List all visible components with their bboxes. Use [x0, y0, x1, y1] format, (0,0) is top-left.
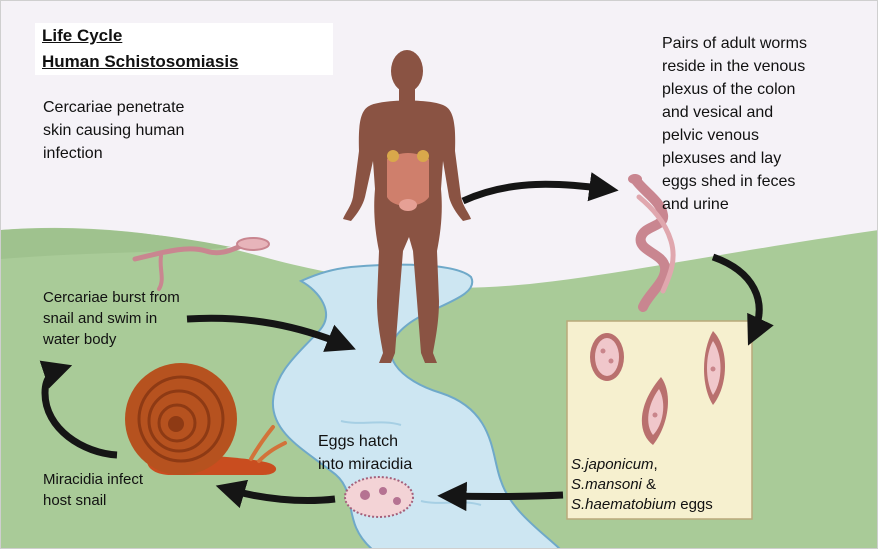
step-hatch-line: into miracidia	[318, 456, 413, 473]
arrow-miracidia-to-snail	[215, 479, 336, 509]
title-box	[35, 23, 333, 75]
step-burst-line: water body	[43, 331, 117, 348]
grass-hill-shade	[1, 228, 231, 259]
arrow-body-to-worms	[461, 172, 619, 205]
arrow-worms-to-eggs	[711, 253, 774, 346]
arrow-eggs-to-miracidia	[437, 481, 564, 512]
step-adult-worms-line: and urine	[662, 196, 729, 213]
step-adult-worms-line: pelvic venous	[662, 127, 759, 144]
egg-icon	[641, 377, 668, 445]
step-penetrate-line: skin causing human	[43, 122, 185, 139]
adult-worm-icon	[628, 174, 676, 312]
step-adult-worms-line: and vesical and	[662, 104, 774, 121]
egg-icon	[704, 331, 725, 405]
step-burst-line: snail and swim in	[43, 310, 158, 327]
cercaria-icon	[132, 237, 270, 291]
step-infect-line: host snail	[43, 492, 107, 509]
caption-suffix: eggs	[676, 496, 713, 513]
step-penetrate-line: Cercariae penetrate	[43, 99, 185, 116]
species-japonicum: S.japonicum	[571, 456, 654, 473]
step-adult-worms-line: plexus of the colon	[662, 81, 796, 98]
arrow-snail-to-cercariae	[39, 360, 118, 459]
step-penetrate-line: infection	[43, 145, 103, 162]
caption-ampersand: &	[641, 476, 657, 493]
step-adult-worms-line: Pairs of adult worms	[662, 35, 807, 52]
step-burst-line: Cercariae burst from	[43, 289, 180, 306]
eggs-caption: S.japonicum, S.mansoni & S.haematobium e…	[571, 455, 713, 515]
step-adult-worms-line: eggs shed in feces	[662, 173, 796, 190]
miracidium-icon	[344, 476, 414, 518]
caption-comma: ,	[653, 456, 658, 473]
human-body-icon	[343, 50, 471, 363]
snail-icon	[125, 363, 287, 475]
step-hatch-line: Eggs hatch	[318, 433, 399, 450]
step-adult-worms-line: reside in the venous	[662, 58, 806, 75]
step-infect-line: Miracidia infect	[43, 471, 144, 488]
river-ripple	[340, 420, 402, 426]
step-adult-worms-line: plexuses and lay	[662, 150, 782, 167]
arrow-cercariae-to-human	[186, 314, 356, 352]
title-line-1: Life Cycle	[42, 26, 123, 45]
species-haematobium: S.haematobium	[571, 496, 677, 513]
egg-icon	[590, 333, 624, 381]
species-mansoni: S.mansoni	[571, 476, 642, 493]
title-line-2: Human Schistosomiasis	[42, 52, 239, 71]
